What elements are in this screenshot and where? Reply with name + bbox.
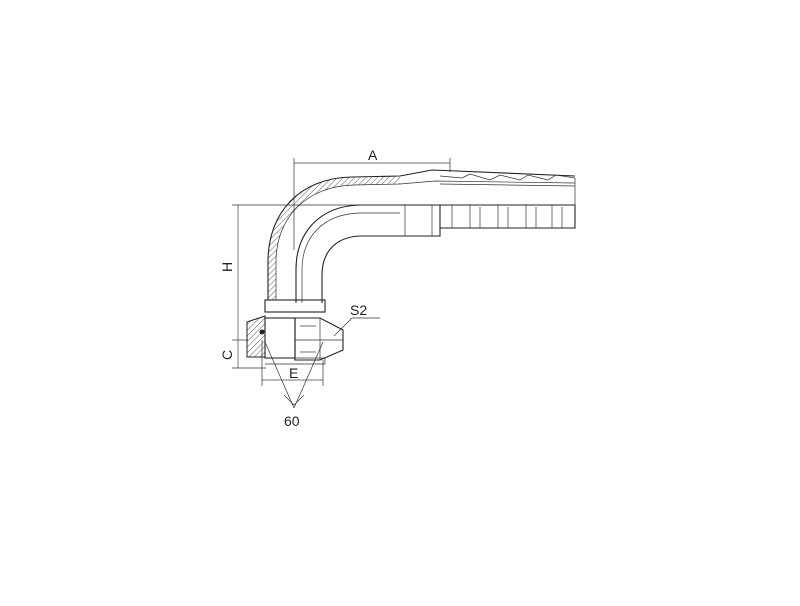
dimension-c: C — [219, 340, 266, 369]
dimension-angle: 60 — [264, 341, 324, 429]
elbow-body — [267, 169, 576, 303]
leader-s2: S2 — [333, 302, 380, 337]
hose-tail — [400, 173, 576, 237]
dimension-a: A — [293, 147, 451, 250]
dimension-e: E — [261, 340, 324, 386]
dim-label-e: E — [289, 365, 298, 381]
swivel-nut — [246, 299, 344, 365]
dim-label-s2: S2 — [350, 302, 367, 318]
dim-label-angle: 60 — [284, 413, 300, 429]
dim-label-a: A — [368, 147, 378, 163]
dim-label-c: C — [219, 350, 235, 360]
elbow-inner-wall — [295, 204, 400, 303]
dimension-h: H — [219, 204, 400, 341]
dim-label-h: H — [219, 262, 235, 272]
elbow-outer-wall-inner — [275, 180, 576, 300]
